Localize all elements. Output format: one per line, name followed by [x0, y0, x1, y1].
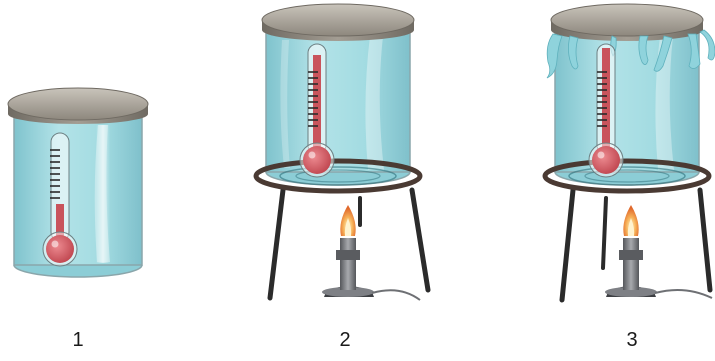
panel-1: 1 [8, 88, 148, 351]
mercury-column [313, 55, 321, 157]
panel-label-1: 1 [72, 329, 83, 351]
glass-jar [14, 118, 142, 277]
panel-3: 3 [545, 4, 715, 351]
thermometer-bulb [592, 146, 620, 174]
lid [262, 4, 414, 41]
thermometer-bulb [46, 235, 74, 263]
panel-label-2: 2 [339, 329, 350, 351]
flame-icon [623, 205, 638, 236]
flame-icon [340, 205, 355, 236]
panel-label-3: 3 [626, 329, 637, 351]
panel-2: 2 [256, 4, 428, 351]
lid [8, 88, 148, 124]
thermometer-bulb [303, 146, 331, 174]
bunsen-burner [605, 205, 712, 298]
bunsen-burner [322, 205, 420, 300]
lid [551, 4, 703, 41]
